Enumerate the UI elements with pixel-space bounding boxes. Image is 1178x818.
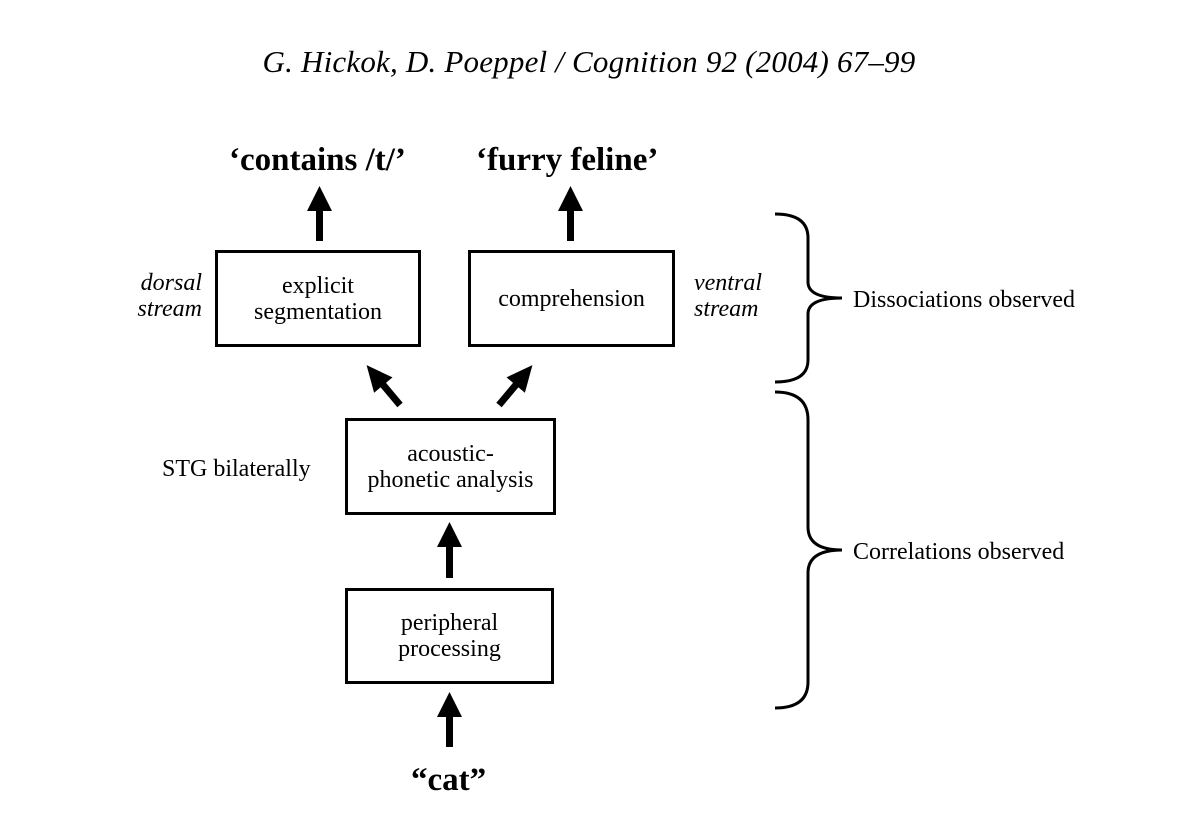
dorsal-stream-line1: dorsal: [140, 270, 202, 296]
input-cat-label: “cat”: [411, 762, 487, 798]
brace-upper: [774, 212, 843, 384]
stg-bilaterally-label: STG bilaterally: [162, 456, 311, 482]
dorsal-output-label: ‘contains /t/’: [229, 142, 406, 178]
box-text-line: processing: [398, 636, 501, 662]
arrow-diagonal-ventral: [496, 365, 533, 408]
arrow-up-input-to-peripheral: [437, 692, 462, 747]
box-text-line: phonetic analysis: [367, 466, 534, 493]
running-header: G. Hickok, D. Poeppel / Cognition 92 (20…: [262, 44, 916, 79]
box-text-line: segmentation: [254, 298, 382, 325]
dissociations-observed-label: Dissociations observed: [853, 287, 1075, 313]
dorsal-stream-line2: stream: [137, 296, 202, 322]
arrow-up-ventral-output: [558, 186, 583, 241]
arrow-up-peripheral-to-acoustic: [437, 522, 462, 578]
comprehension-box: comprehension: [468, 250, 675, 347]
ventral-stream-label: ventral stream: [694, 270, 762, 322]
acoustic-phonetic-analysis-box: acoustic- phonetic analysis: [345, 418, 556, 515]
ventral-stream-line2: stream: [694, 296, 759, 322]
box-text-line: explicit: [282, 272, 354, 299]
dorsal-stream-label: dorsal stream: [122, 270, 202, 322]
brace-lower: [774, 390, 843, 710]
ventral-stream-line1: ventral: [694, 270, 762, 296]
arrow-diagonal-dorsal: [366, 365, 403, 408]
correlations-observed-label: Correlations observed: [853, 539, 1065, 565]
box-text-line: peripheral: [400, 610, 499, 636]
box-text-line: acoustic-: [407, 440, 494, 467]
box-text-line: comprehension: [498, 285, 645, 312]
peripheral-processing-box: peripheral processing: [345, 588, 554, 684]
arrow-up-dorsal-output: [307, 186, 332, 241]
explicit-segmentation-box: explicit segmentation: [215, 250, 421, 347]
ventral-output-label: ‘furry feline’: [476, 142, 659, 178]
